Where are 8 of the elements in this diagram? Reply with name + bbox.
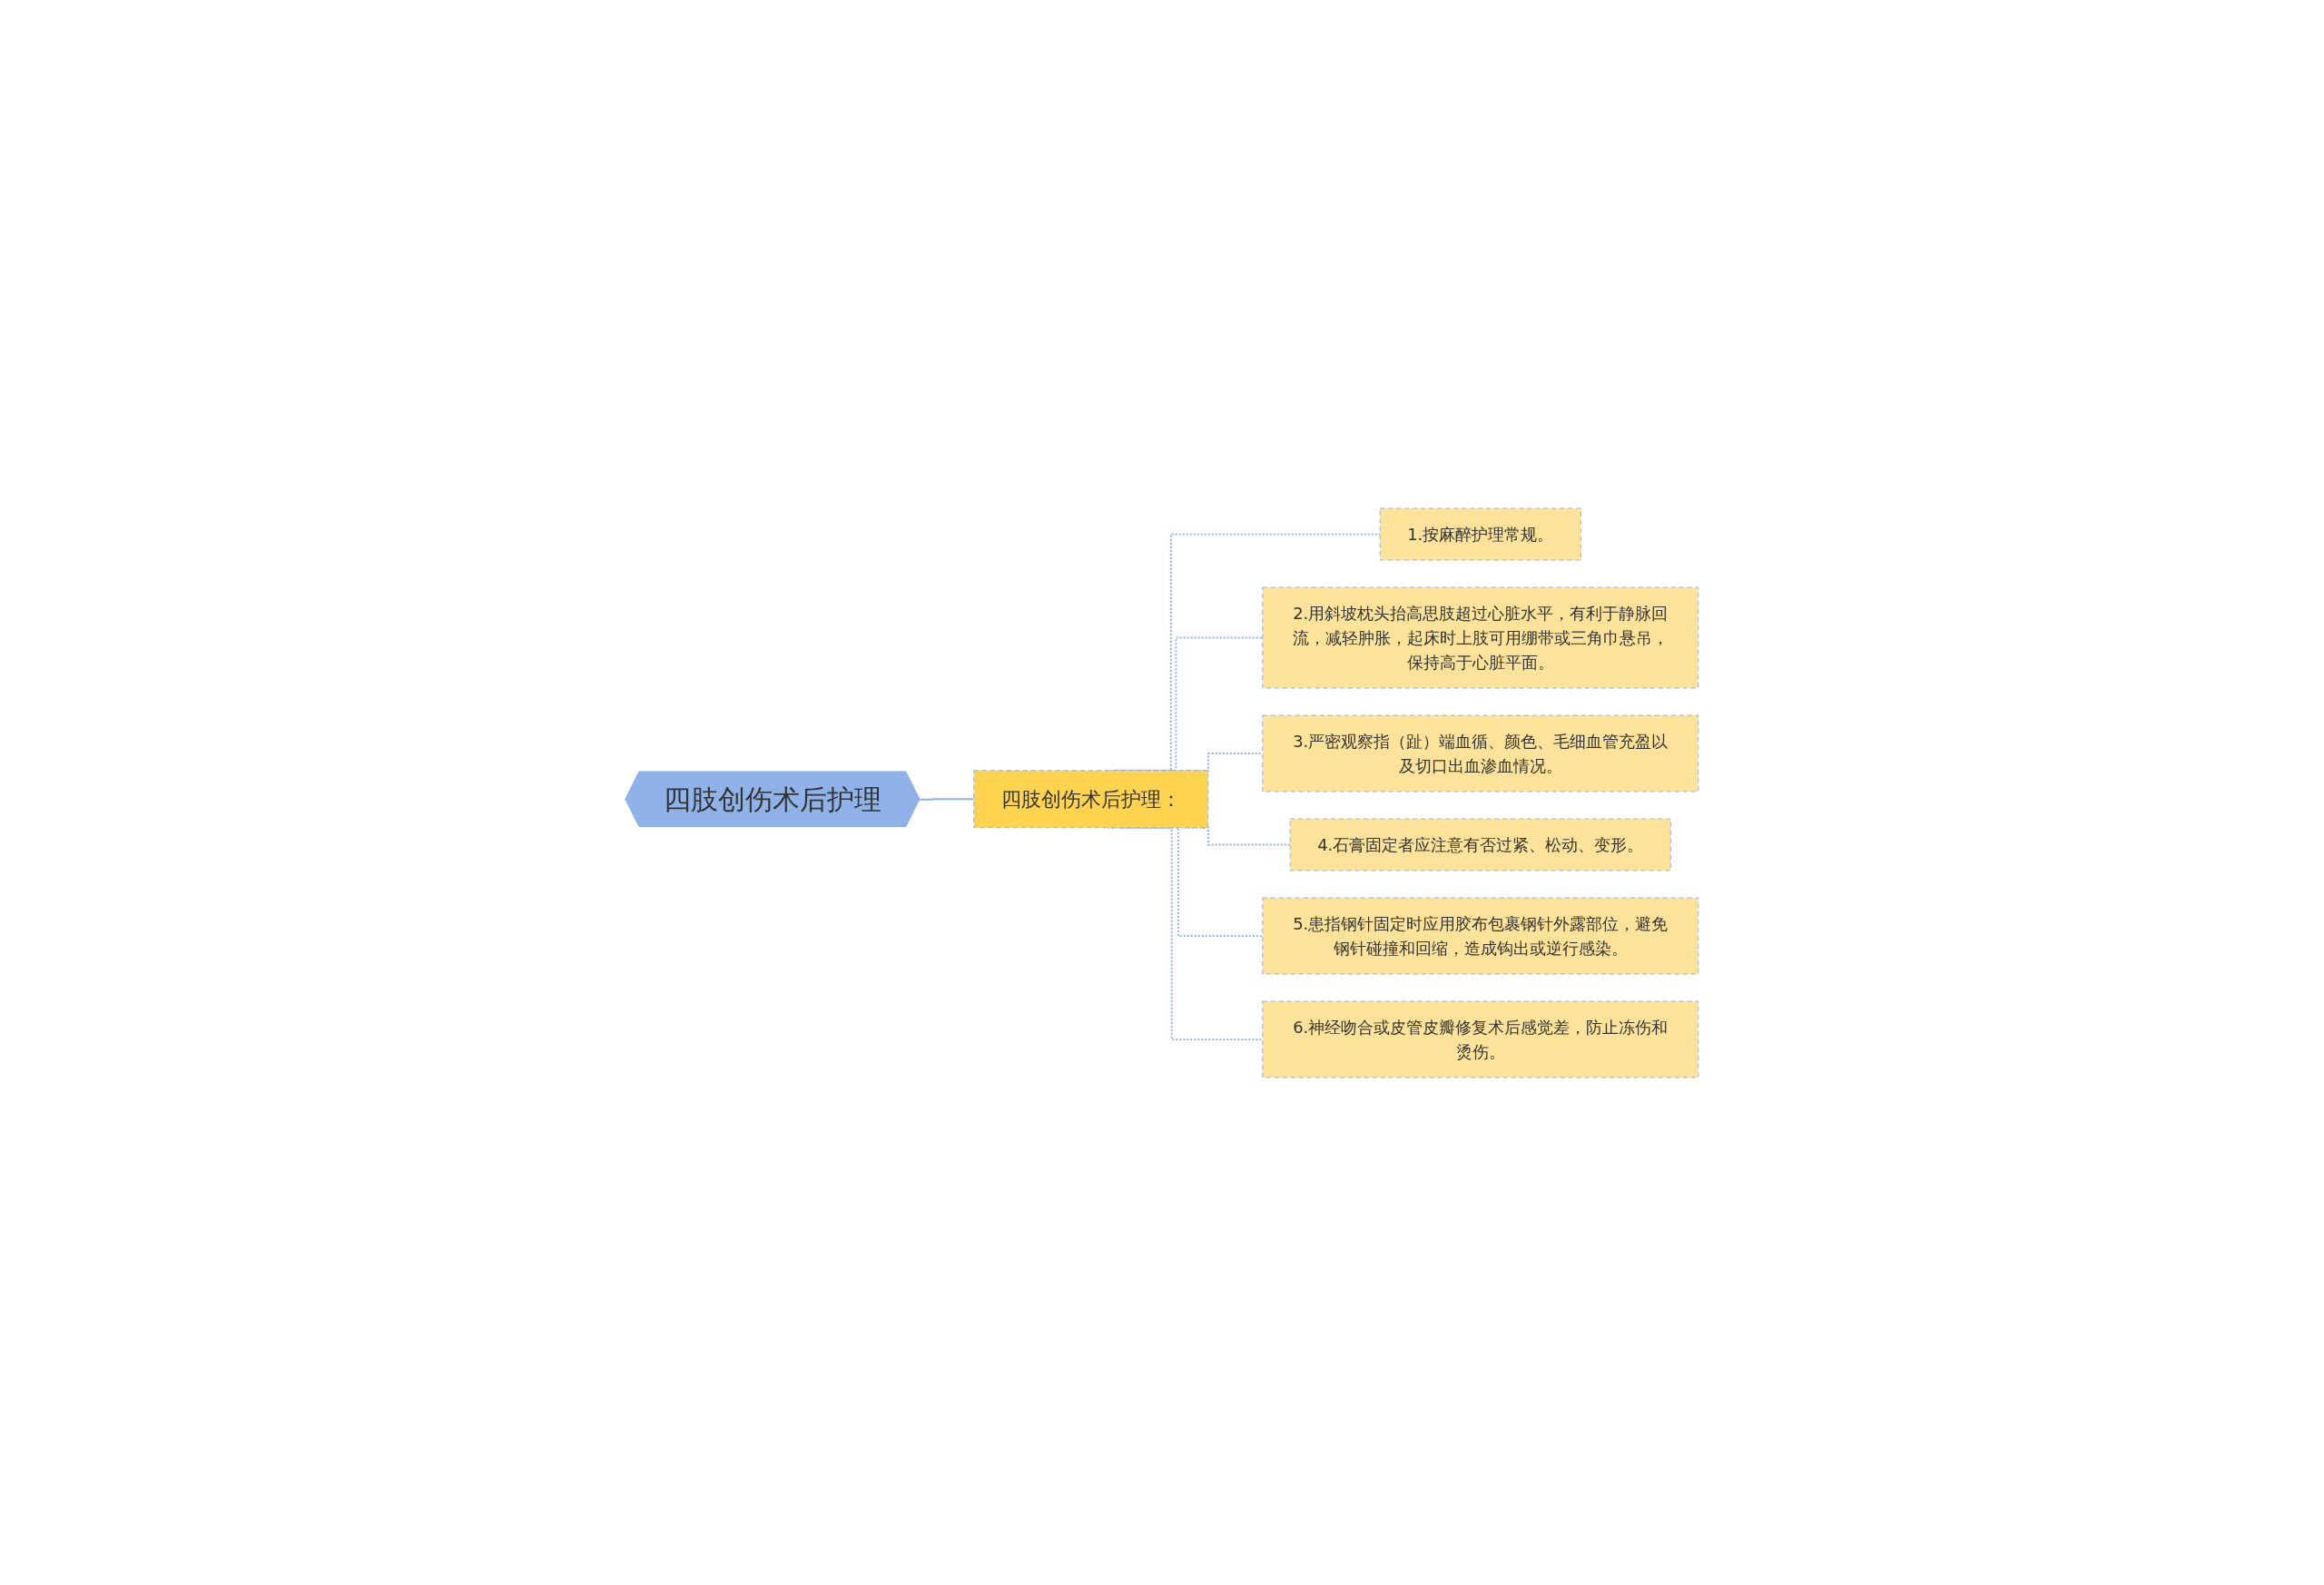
node-box: 4.石膏固定者应注意有否过紧、松动、变形。	[1289, 818, 1671, 871]
node-box: 2.用斜坡枕头抬高思肢超过心脏水平，有利于静脉回流，减轻肿胀，起床时上肢可用绷带或三角巾悬吊，保持高于心脏平面。	[1262, 586, 1699, 688]
node-box: 6.神经吻合或皮管皮瓣修复术后感觉差，防止冻伤和烫伤。	[1262, 1000, 1699, 1078]
connector	[919, 797, 975, 801]
node-box: 1.按麻醉护理常规。	[1379, 507, 1581, 560]
node-box: 3.严密观察指（趾）端血循、颜色、毛细血管充盈以及切口出血渗血情况。	[1262, 714, 1699, 792]
node-box: 四肢创伤术后护理：	[973, 769, 1209, 828]
node-box: 5.患指钢针固定时应用胶布包裹钢针外露部位，避免钢针碰撞和回缩，造成钩出或逆行感染。	[1262, 897, 1699, 974]
